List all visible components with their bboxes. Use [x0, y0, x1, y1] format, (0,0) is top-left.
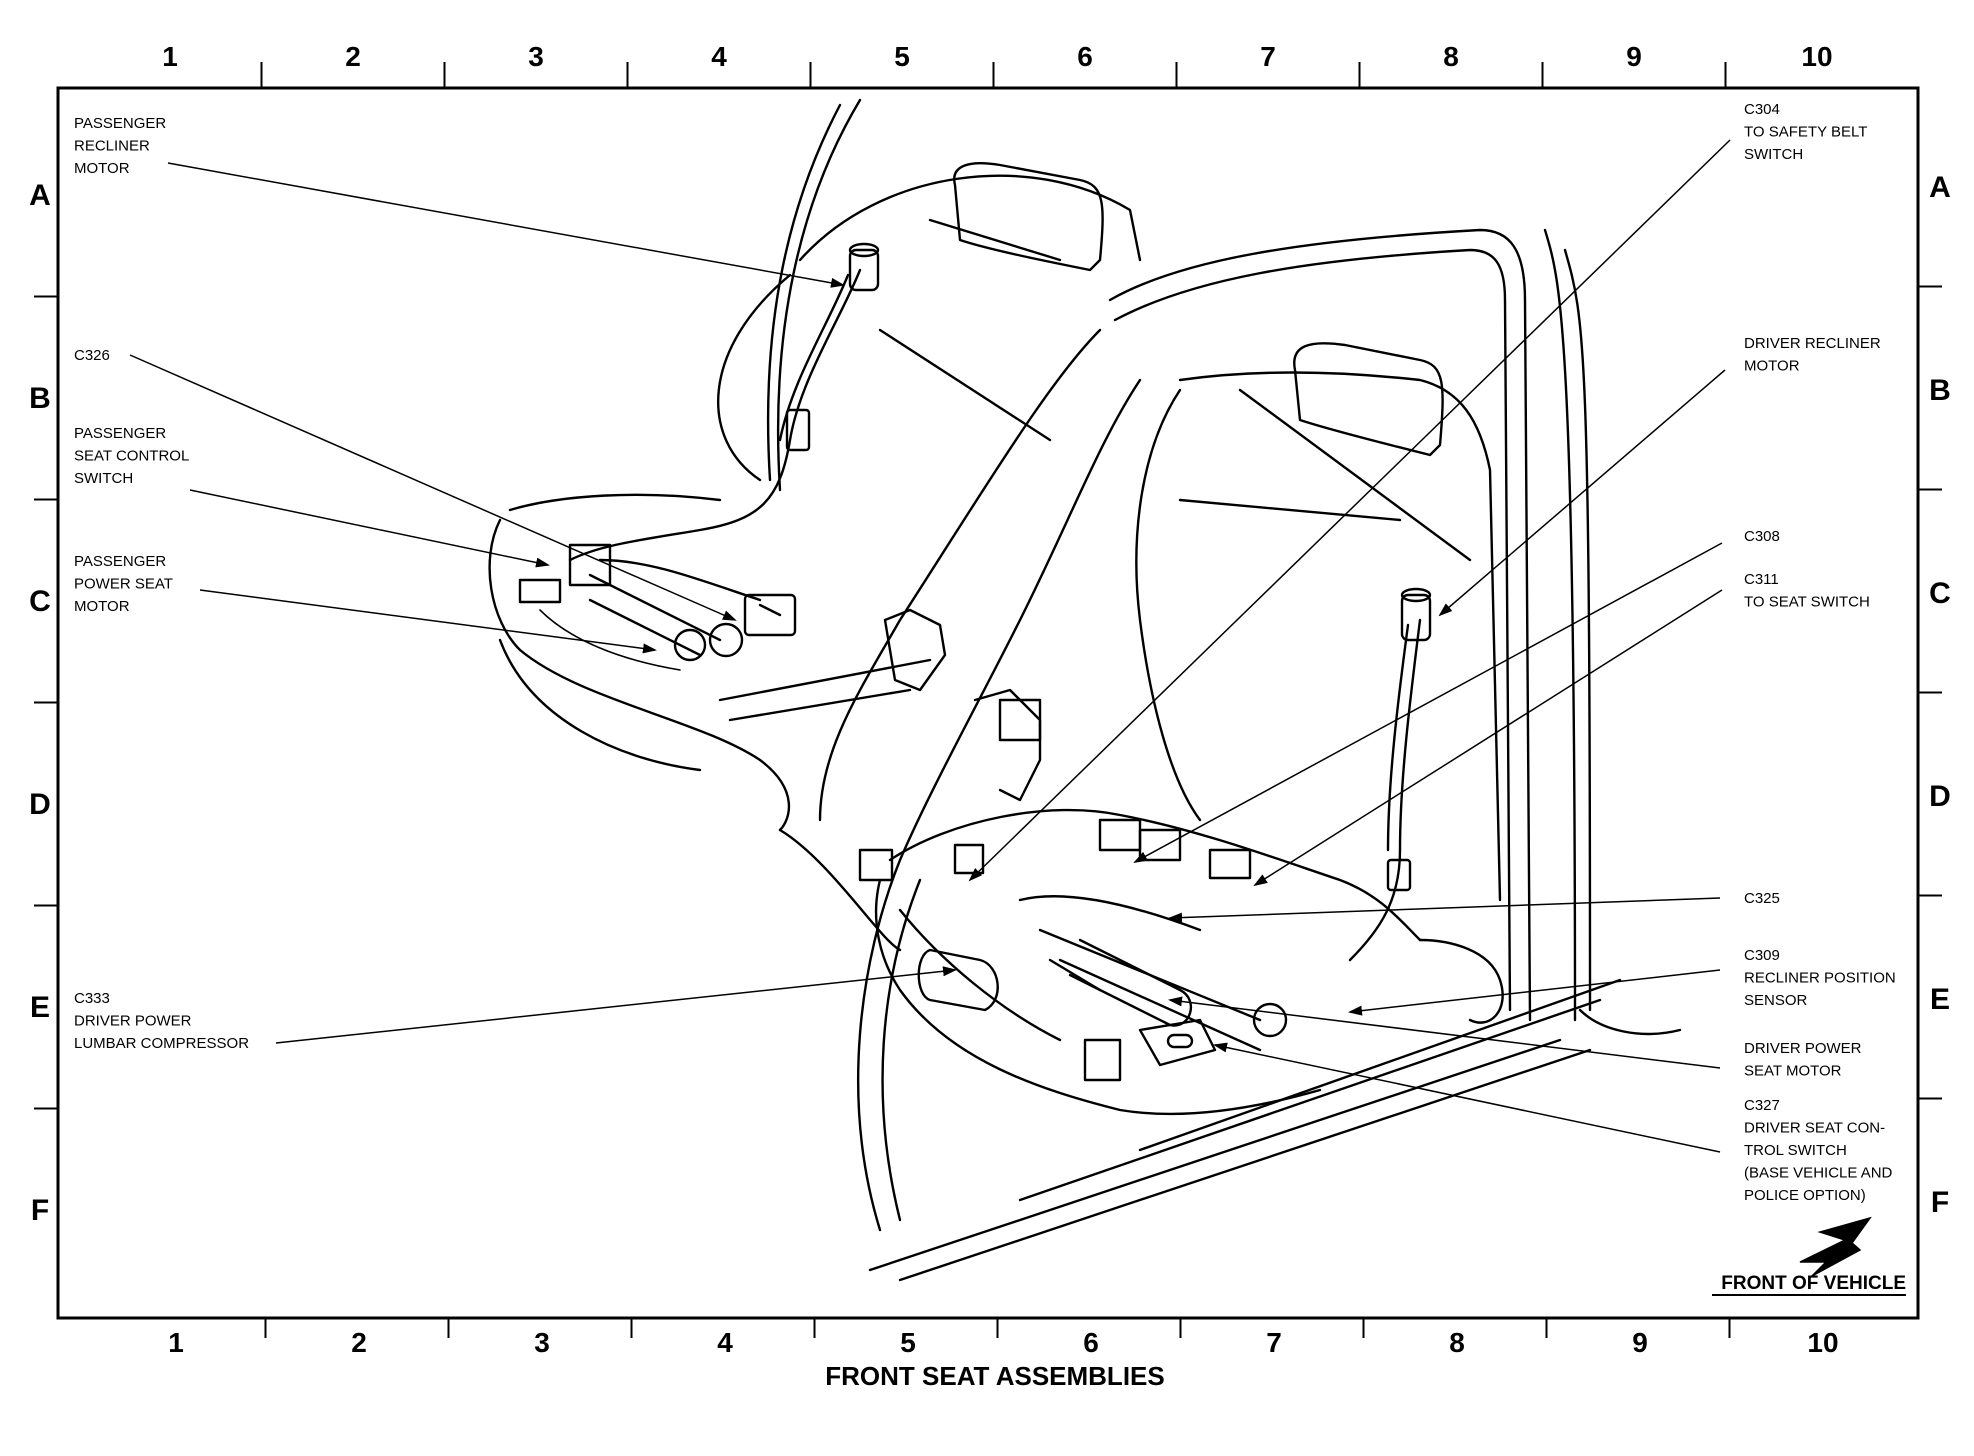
callout-line: PASSENGER — [74, 115, 166, 132]
grid-column-top-2: 2 — [345, 41, 361, 72]
grid-row-left-E: E — [30, 991, 50, 1024]
callout-line: PASSENGER — [74, 553, 166, 570]
callout-c308: C308 — [1744, 528, 1780, 545]
callout-line: C325 — [1744, 890, 1780, 907]
callout-driver-power-seat-motor: DRIVER POWER SEAT MOTOR — [1744, 1040, 1862, 1080]
front-of-vehicle-arrow-icon — [1799, 1216, 1872, 1277]
grid-column-bottom-1: 1 — [168, 1327, 184, 1358]
grid-row-right-F: F — [1931, 1186, 1949, 1219]
grid-column-top-7: 7 — [1260, 41, 1276, 72]
callout-line: TO SAFETY BELT — [1744, 124, 1867, 141]
callout-line: DRIVER POWER — [1744, 1040, 1862, 1057]
callout-c304: C304 TO SAFETY BELT SWITCH — [1744, 101, 1867, 163]
callout-driver-recliner-motor: DRIVER RECLINER MOTOR — [1744, 335, 1881, 375]
grid-column-top-9: 9 — [1626, 41, 1642, 72]
callout-line: POWER SEAT — [74, 576, 173, 593]
callout-line: C327 — [1744, 1097, 1780, 1114]
front-of-vehicle-indicator: FRONT OF VEHICLE — [1712, 1216, 1906, 1296]
callout-line: TO SEAT SWITCH — [1744, 594, 1870, 611]
callout-c325: C325 — [1744, 890, 1780, 907]
grid-column-bottom-4: 4 — [717, 1327, 733, 1358]
callout-line: MOTOR — [74, 598, 130, 615]
grid-row-left-B: B — [29, 382, 51, 415]
callout-line: DRIVER SEAT CON- — [1744, 1120, 1885, 1137]
grid-row-left-D: D — [29, 788, 51, 821]
callout-line: SEAT MOTOR — [1744, 1063, 1842, 1080]
callout-line: DRIVER POWER — [74, 1013, 192, 1030]
callout-line: C309 — [1744, 947, 1780, 964]
grid-column-top-6: 6 — [1077, 41, 1093, 72]
callout-line: LUMBAR COMPRESSOR — [74, 1035, 249, 1052]
callout-line: MOTOR — [74, 160, 130, 177]
grid-column-bottom-9: 9 — [1632, 1327, 1648, 1358]
grid-left-labels: A B C D E F — [29, 179, 51, 1227]
grid-ticks — [34, 62, 1942, 1338]
callout-line: (BASE VEHICLE AND — [1744, 1165, 1893, 1182]
grid-column-bottom-3: 3 — [534, 1327, 550, 1358]
callout-line: SENSOR — [1744, 992, 1808, 1009]
callout-line: SEAT CONTROL — [74, 448, 189, 465]
callout-line: TROL SWITCH — [1744, 1142, 1847, 1159]
grid-row-left-F: F — [31, 1194, 49, 1227]
callout-passenger-recliner-motor: PASSENGER RECLINER MOTOR — [74, 115, 166, 177]
callout-labels: PASSENGERRECLINERMOTORC326PASSENGERSEAT … — [74, 101, 1896, 1204]
grid-column-top-4: 4 — [711, 41, 727, 72]
passenger-seat-illustration — [488, 98, 1142, 952]
diagram-frame — [56, 86, 1920, 1320]
callout-line: RECLINER — [74, 138, 150, 155]
callout-line: C326 — [74, 347, 110, 364]
grid-column-bottom-6: 6 — [1083, 1327, 1099, 1358]
callout-line: C333 — [74, 990, 110, 1007]
grid-top-labels: 1 2 3 4 5 6 7 8 9 10 — [162, 41, 1832, 72]
grid-column-bottom-10: 10 — [1807, 1327, 1838, 1358]
leader-lines — [129, 139, 1731, 1153]
callout-line: SWITCH — [74, 470, 133, 487]
callout-line: PASSENGER — [74, 425, 166, 442]
grid-column-top-3: 3 — [528, 41, 544, 72]
callout-line: MOTOR — [1744, 358, 1800, 375]
grid-row-right-B: B — [1929, 374, 1951, 407]
grid-row-right-C: C — [1929, 577, 1951, 610]
grid-row-left-C: C — [29, 585, 51, 618]
callout-c311: C311 TO SEAT SWITCH — [1744, 571, 1870, 611]
grid-column-bottom-5: 5 — [900, 1327, 916, 1358]
grid-bottom-labels: 1 2 3 4 5 6 7 8 9 10 — [168, 1327, 1838, 1358]
grid-row-left-A: A — [29, 179, 51, 212]
callout-line: C311 — [1744, 571, 1779, 588]
callout-line: C308 — [1744, 528, 1780, 545]
callout-line: C304 — [1744, 101, 1780, 118]
callout-passenger-seat-control-switch: PASSENGER SEAT CONTROL SWITCH — [74, 425, 189, 487]
grid-column-top-1: 1 — [162, 41, 178, 72]
driver-seat-illustration — [818, 228, 1682, 1282]
grid-column-bottom-7: 7 — [1266, 1327, 1282, 1358]
callout-line: RECLINER POSITION — [1744, 970, 1896, 987]
grid-row-right-D: D — [1929, 780, 1951, 813]
front-of-vehicle-label: FRONT OF VEHICLE — [1721, 1273, 1906, 1294]
callout-c326: C326 — [74, 347, 110, 364]
callout-passenger-power-seat-motor: PASSENGER POWER SEAT MOTOR — [74, 553, 173, 615]
grid-column-top-8: 8 — [1443, 41, 1459, 72]
grid-right-labels: A B C D E F — [1929, 171, 1951, 1219]
grid-column-top-5: 5 — [894, 41, 910, 72]
callout-line: DRIVER RECLINER — [1744, 335, 1881, 352]
grid-row-right-E: E — [1930, 983, 1950, 1016]
grid-column-top-10: 10 — [1801, 41, 1832, 72]
grid-column-bottom-2: 2 — [351, 1327, 367, 1358]
callout-line: POLICE OPTION) — [1744, 1187, 1866, 1204]
grid-column-bottom-8: 8 — [1449, 1327, 1465, 1358]
callout-line: SWITCH — [1744, 146, 1803, 163]
diagram-caption: FRONT SEAT ASSEMBLIES — [825, 1361, 1164, 1391]
grid-row-right-A: A — [1929, 171, 1951, 204]
